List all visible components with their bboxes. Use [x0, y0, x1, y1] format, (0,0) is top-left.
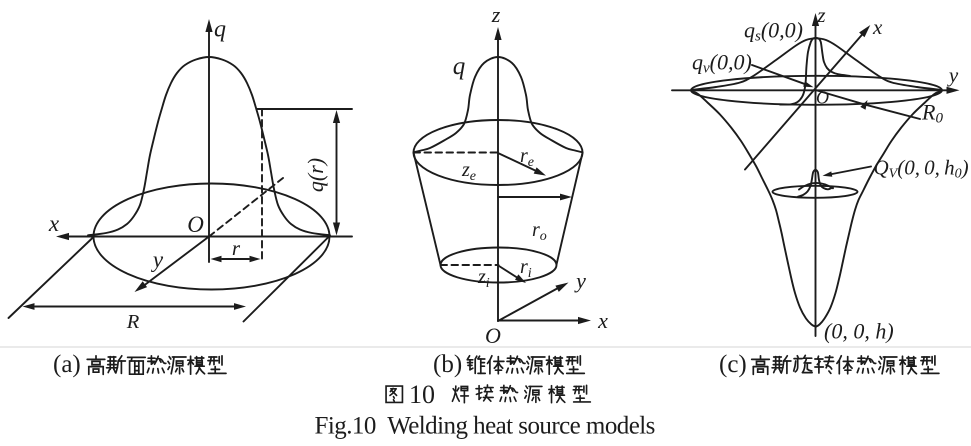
svg-text:O: O	[485, 323, 501, 348]
svg-text:ri: ri	[520, 256, 532, 281]
svg-text:R: R	[126, 311, 140, 333]
svg-text:y: y	[574, 268, 586, 293]
svg-text:(b): (b)	[433, 351, 462, 378]
svg-text:x: x	[597, 308, 608, 333]
svg-text:QV(0, 0, h0): QV(0, 0, h0)	[874, 156, 969, 182]
svg-text:x: x	[48, 211, 60, 236]
svg-text:10: 10	[409, 380, 435, 409]
svg-text:y: y	[947, 63, 959, 87]
svg-text:O: O	[816, 88, 829, 108]
svg-text:(a): (a)	[53, 351, 81, 378]
svg-text:y: y	[151, 247, 164, 272]
svg-text:qs(0,0): qs(0,0)	[744, 18, 803, 45]
svg-text:(0, 0, h): (0, 0, h)	[824, 319, 894, 344]
svg-text:x: x	[872, 15, 883, 39]
svg-text:z: z	[816, 3, 825, 27]
svg-text:Fig.10 Welding heat source mo: Fig.10 Welding heat source models	[315, 413, 655, 440]
svg-text:qv(0,0): qv(0,0)	[692, 50, 752, 77]
svg-text:r: r	[232, 236, 241, 260]
svg-text:q(r): q(r)	[303, 158, 328, 192]
svg-text:q: q	[453, 53, 466, 80]
svg-text:(c): (c)	[719, 351, 747, 378]
svg-text:O: O	[187, 212, 204, 237]
svg-text:q: q	[214, 17, 226, 43]
svg-text:z: z	[491, 2, 501, 27]
